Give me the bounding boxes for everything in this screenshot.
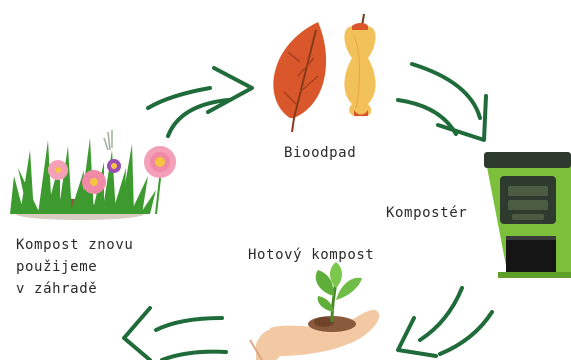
hand-with-seedling-icon	[249, 262, 380, 360]
arrow-reuse-to-waste	[146, 66, 254, 138]
garden-flowers-icon	[10, 130, 176, 220]
cycle-arrows	[122, 62, 494, 360]
stage-label-reuse-line-1: Kompost znovu	[16, 237, 134, 253]
stage-label-finished-compost: Hotový kompost	[248, 247, 375, 263]
arrow-waste-to-bin	[396, 62, 488, 142]
stage-label-reuse-line-3: v záhradě	[16, 281, 98, 297]
pink-flower-small	[48, 160, 106, 194]
stage-label-reuse-line-2: použijeme	[16, 259, 98, 275]
arrow-bin-to-finished	[396, 286, 494, 358]
arrow-finished-to-reuse	[122, 306, 228, 360]
compost-bin-icon	[484, 152, 571, 278]
purple-flower	[103, 130, 121, 173]
grass-tufts	[10, 138, 156, 214]
leaf-and-apple-core-icon	[273, 13, 376, 133]
stage-label-reuse-in-garden: Kompost znovu použijeme v záhradě	[16, 234, 166, 300]
autumn-leaf-icon	[273, 22, 327, 133]
apple-core-icon	[344, 13, 376, 117]
stage-label-waste: Bioodpad	[284, 145, 357, 161]
pink-flower	[144, 146, 176, 215]
stage-label-composter: Kompostér	[386, 205, 468, 221]
seedling-icon	[315, 262, 362, 323]
